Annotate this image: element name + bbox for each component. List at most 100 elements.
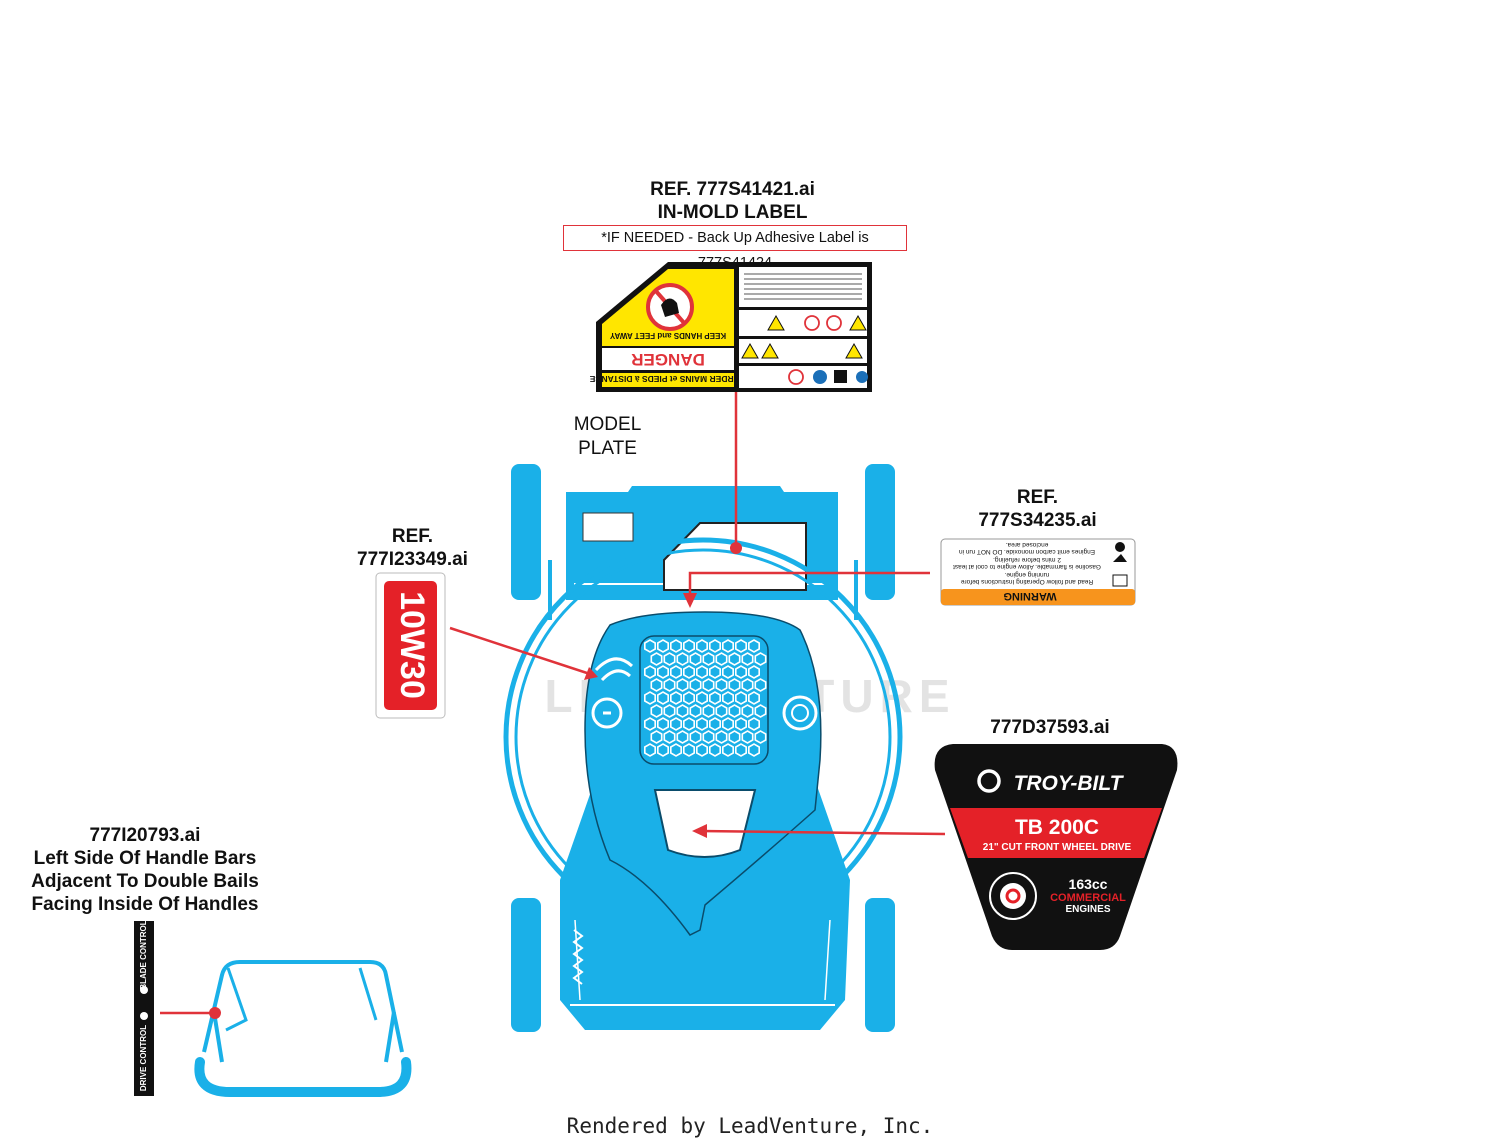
fumes-icon xyxy=(1115,542,1125,552)
grille-cell xyxy=(721,691,735,705)
danger-word: DANGER xyxy=(631,350,705,369)
grille-cell xyxy=(669,639,683,653)
grille-cell xyxy=(721,665,735,679)
grille-cell xyxy=(650,704,663,718)
grille-cell xyxy=(728,730,741,744)
grille-cell xyxy=(676,730,689,744)
grille-cell xyxy=(695,639,709,653)
grille-cell xyxy=(702,704,715,718)
grille-cell xyxy=(656,639,670,653)
grille-cell xyxy=(682,665,696,679)
arrow-warning xyxy=(683,593,697,608)
grille-cell xyxy=(734,691,748,705)
handle-bars-illustration xyxy=(194,960,412,1097)
grille-cell xyxy=(656,665,670,679)
model-plate-line1: MODEL xyxy=(573,414,642,435)
grille-cell xyxy=(741,704,754,718)
grille-cell xyxy=(669,691,683,705)
model-plate-area xyxy=(582,512,634,542)
grille-cell xyxy=(650,730,663,744)
model-plate-line2: PLATE xyxy=(578,438,637,459)
engine-cc: 163cc xyxy=(1069,876,1108,892)
warning-word: WARNING xyxy=(1003,590,1056,602)
brand-name: TROY-BILT xyxy=(1014,772,1125,795)
handle-control-decal: BLADE CONTROL DRIVE CONTROL xyxy=(134,920,154,1096)
wheel-rear-left xyxy=(511,464,541,600)
engine-seal-icon xyxy=(989,872,1037,920)
warning-line-2: running engine. xyxy=(1004,571,1049,578)
grille-cell xyxy=(715,730,728,744)
grille-cell xyxy=(650,652,663,666)
grille-cell xyxy=(669,717,683,731)
warning-line-5: Engines emit carbon monoxide. DO NOT run… xyxy=(959,548,1095,555)
grille-cell xyxy=(728,704,741,718)
warning-line-3: Gasoline is flammable. Allow engine to c… xyxy=(953,563,1101,570)
warning-ref-line1: REF. xyxy=(1016,487,1059,508)
engine-word: ENGINES xyxy=(1065,904,1110,915)
grille-cell xyxy=(754,678,767,692)
grille-cell xyxy=(695,665,709,679)
grille-cell xyxy=(747,639,761,653)
in-mold-label-callout: REF. 777S41421.ai IN-MOLD LABEL xyxy=(610,178,855,224)
grille-cell xyxy=(747,691,761,705)
grille-cell xyxy=(747,665,761,679)
grille-cell xyxy=(754,704,767,718)
grille-cell xyxy=(702,678,715,692)
grille-cell xyxy=(695,743,709,757)
handle-desc-2: Adjacent To Double Bails xyxy=(31,871,259,892)
hazard-icon-row-1 xyxy=(739,310,867,336)
grille-cell xyxy=(656,691,670,705)
grille-cell xyxy=(643,691,657,705)
warning-line-1: Read and follow Operating Instructions b… xyxy=(960,578,1093,585)
grille-cell xyxy=(669,743,683,757)
leader-warning xyxy=(688,571,930,600)
grille-cell xyxy=(708,691,722,705)
arrow-engine-decal xyxy=(692,824,707,838)
backup-label-note: *IF NEEDED - Back Up Adhesive Label is 7… xyxy=(563,225,907,271)
grille-cell xyxy=(708,665,722,679)
engine-decal-area xyxy=(653,789,757,858)
mower-illustration xyxy=(503,464,903,1032)
starter-handle xyxy=(594,657,634,682)
handle-desc-1: Left Side Of Handle Bars xyxy=(33,848,257,869)
in-mold-label-decal: KEEP HANDS and FEET AWAY DANGER GARDER M… xyxy=(589,262,872,392)
grille-cell xyxy=(708,743,722,757)
grille-cell xyxy=(715,678,728,692)
grille-cell xyxy=(643,717,657,731)
gas-cap xyxy=(782,695,818,731)
footer-credit: Rendered by LeadVenture, Inc. xyxy=(566,1114,934,1138)
engine-decal: TROY-BILT TB 200C 21" CUT FRONT WHEEL DR… xyxy=(934,744,1178,950)
warning-line-6: enclosed area. xyxy=(1005,541,1048,548)
drive-control-text: DRIVE CONTROL xyxy=(139,1025,148,1091)
grille-cell xyxy=(741,652,754,666)
grille-cell xyxy=(676,704,689,718)
grille-cell xyxy=(721,717,735,731)
leader-lines xyxy=(160,392,946,1015)
grille-cell xyxy=(682,717,696,731)
grille-cell xyxy=(663,652,676,666)
grille-cell xyxy=(689,652,702,666)
grille-cell xyxy=(656,743,670,757)
grille-cell xyxy=(689,678,702,692)
grille-cell xyxy=(747,743,761,757)
grille-cell xyxy=(643,665,657,679)
grille-cell xyxy=(695,717,709,731)
handle-ref: 777I20793.ai xyxy=(89,825,201,846)
blade-control-text: BLADE CONTROL xyxy=(139,920,148,989)
grille-cell xyxy=(734,665,748,679)
leader-engine-decal xyxy=(699,829,946,836)
grille-cell xyxy=(702,652,715,666)
grille-cell xyxy=(734,717,748,731)
warning-decal-callout: REF. 777S34235.ai xyxy=(965,486,1110,532)
grille-cell xyxy=(689,730,702,744)
brand-logo-icon xyxy=(977,769,1001,793)
grille-cell xyxy=(728,678,741,692)
model-description: 21" CUT FRONT WHEEL DRIVE xyxy=(983,842,1132,853)
grille-cell xyxy=(643,639,657,653)
oil-decal: 10W30 xyxy=(375,572,446,719)
engine-type: COMMERCIAL xyxy=(1050,892,1126,904)
grille-cell xyxy=(721,639,735,653)
oil-grade-text: 10W30 xyxy=(393,591,431,699)
fuel-icon xyxy=(1113,554,1127,562)
